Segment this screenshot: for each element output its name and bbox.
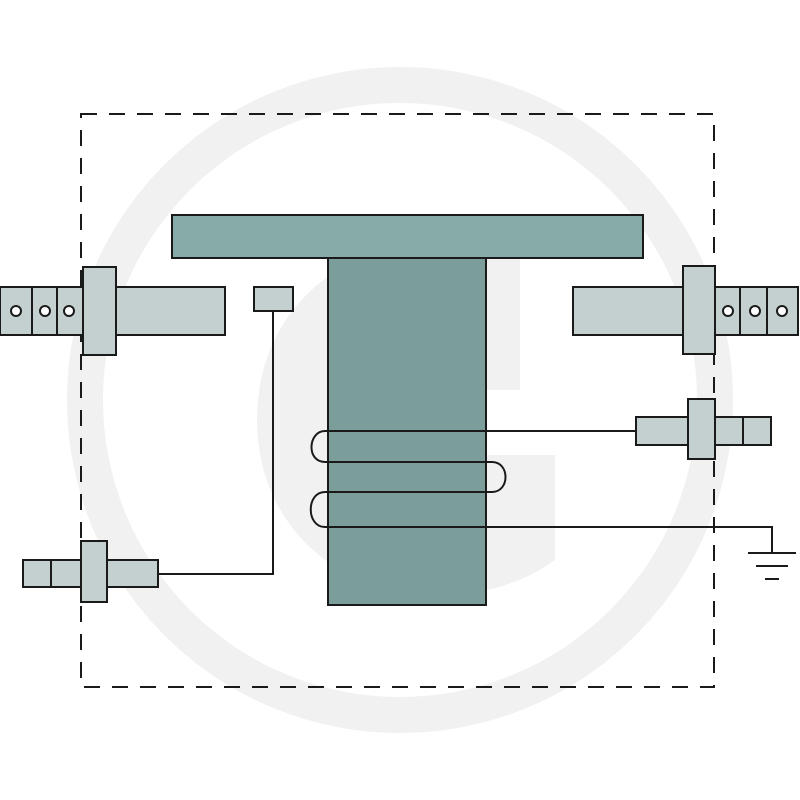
small-contact xyxy=(253,286,294,312)
terminal-screw-icon xyxy=(776,305,788,317)
contact-plate xyxy=(171,214,644,259)
housing-outline xyxy=(80,113,715,688)
control-terminal-right[interactable] xyxy=(635,398,772,460)
terminal-screw-icon xyxy=(722,305,734,317)
coil-winding xyxy=(309,430,773,553)
terminal-screw-icon xyxy=(63,305,75,317)
terminal-screw-icon xyxy=(749,305,761,317)
control-wire xyxy=(158,311,274,575)
ground-icon xyxy=(748,552,796,580)
terminal-screw-icon xyxy=(39,305,51,317)
main-terminal-right[interactable] xyxy=(572,265,799,355)
terminal-screw-icon xyxy=(10,305,22,317)
main-terminal-left[interactable] xyxy=(0,266,226,356)
control-terminal-left[interactable] xyxy=(22,540,159,603)
